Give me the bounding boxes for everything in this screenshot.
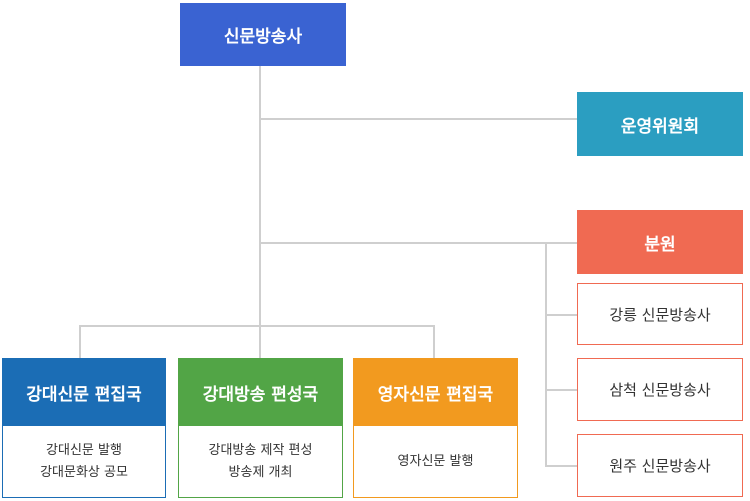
connector-office-3	[545, 465, 577, 467]
dept-duty: 강대방송 제작 편성	[208, 442, 313, 458]
branch-office-label: 원주 신문방송사	[609, 457, 711, 475]
branch-office-label: 강릉 신문방송사	[609, 305, 711, 324]
branch-office-label: 삼척 신문방송사	[609, 381, 711, 399]
connector-committee	[259, 118, 577, 120]
dept-box-newspaper: 강대신문 편집국 강대신문 발행 강대문화상 공모	[2, 358, 166, 498]
connector-office-2	[545, 389, 577, 391]
dept-box-broadcast: 강대방송 편성국 강대방송 제작 편성 방송제 개최	[178, 358, 343, 498]
dept-duties: 영자신문 발행	[354, 426, 517, 497]
connector-departments	[79, 325, 435, 327]
root-box: 신문방송사	[180, 3, 346, 66]
dept-duties: 강대신문 발행 강대문화상 공모	[3, 426, 165, 497]
dept-title-box: 강대신문 편집국	[3, 359, 165, 426]
dept-title-box: 강대방송 편성국	[179, 359, 342, 426]
connector-office-1	[545, 314, 577, 316]
connector-branch-vertical	[545, 242, 547, 466]
branch-office-gangneung: 강릉 신문방송사	[577, 283, 743, 345]
dept-duty: 영자신문 발행	[397, 453, 474, 469]
connector-branch	[259, 242, 577, 244]
root-label: 신문방송사	[223, 27, 303, 47]
committee-label: 운영위원회	[620, 116, 700, 137]
dept-title: 강대방송 편성국	[202, 385, 319, 405]
dept-title-box: 영자신문 편집국	[354, 359, 517, 426]
dept-duty: 강대신문 발행	[46, 442, 122, 458]
dept-title: 영자신문 편집국	[377, 385, 494, 405]
dept-duties: 강대방송 제작 편성 방송제 개최	[179, 426, 342, 497]
connector-trunk	[259, 66, 261, 358]
dept-title: 강대신문 편집국	[26, 385, 142, 405]
branch-office-samcheok: 삼척 신문방송사	[577, 358, 743, 421]
connector-dept-3	[433, 325, 435, 358]
dept-box-english-newspaper: 영자신문 편집국 영자신문 발행	[353, 358, 518, 498]
branch-office-wonju: 원주 신문방송사	[577, 434, 743, 497]
dept-duty: 방송제 개최	[228, 464, 293, 480]
branch-label: 분원	[644, 234, 676, 255]
connector-dept-1	[79, 325, 81, 358]
dept-duty: 강대문화상 공모	[40, 464, 128, 480]
branch-box: 분원	[577, 210, 743, 274]
committee-box: 운영위원회	[577, 92, 743, 156]
